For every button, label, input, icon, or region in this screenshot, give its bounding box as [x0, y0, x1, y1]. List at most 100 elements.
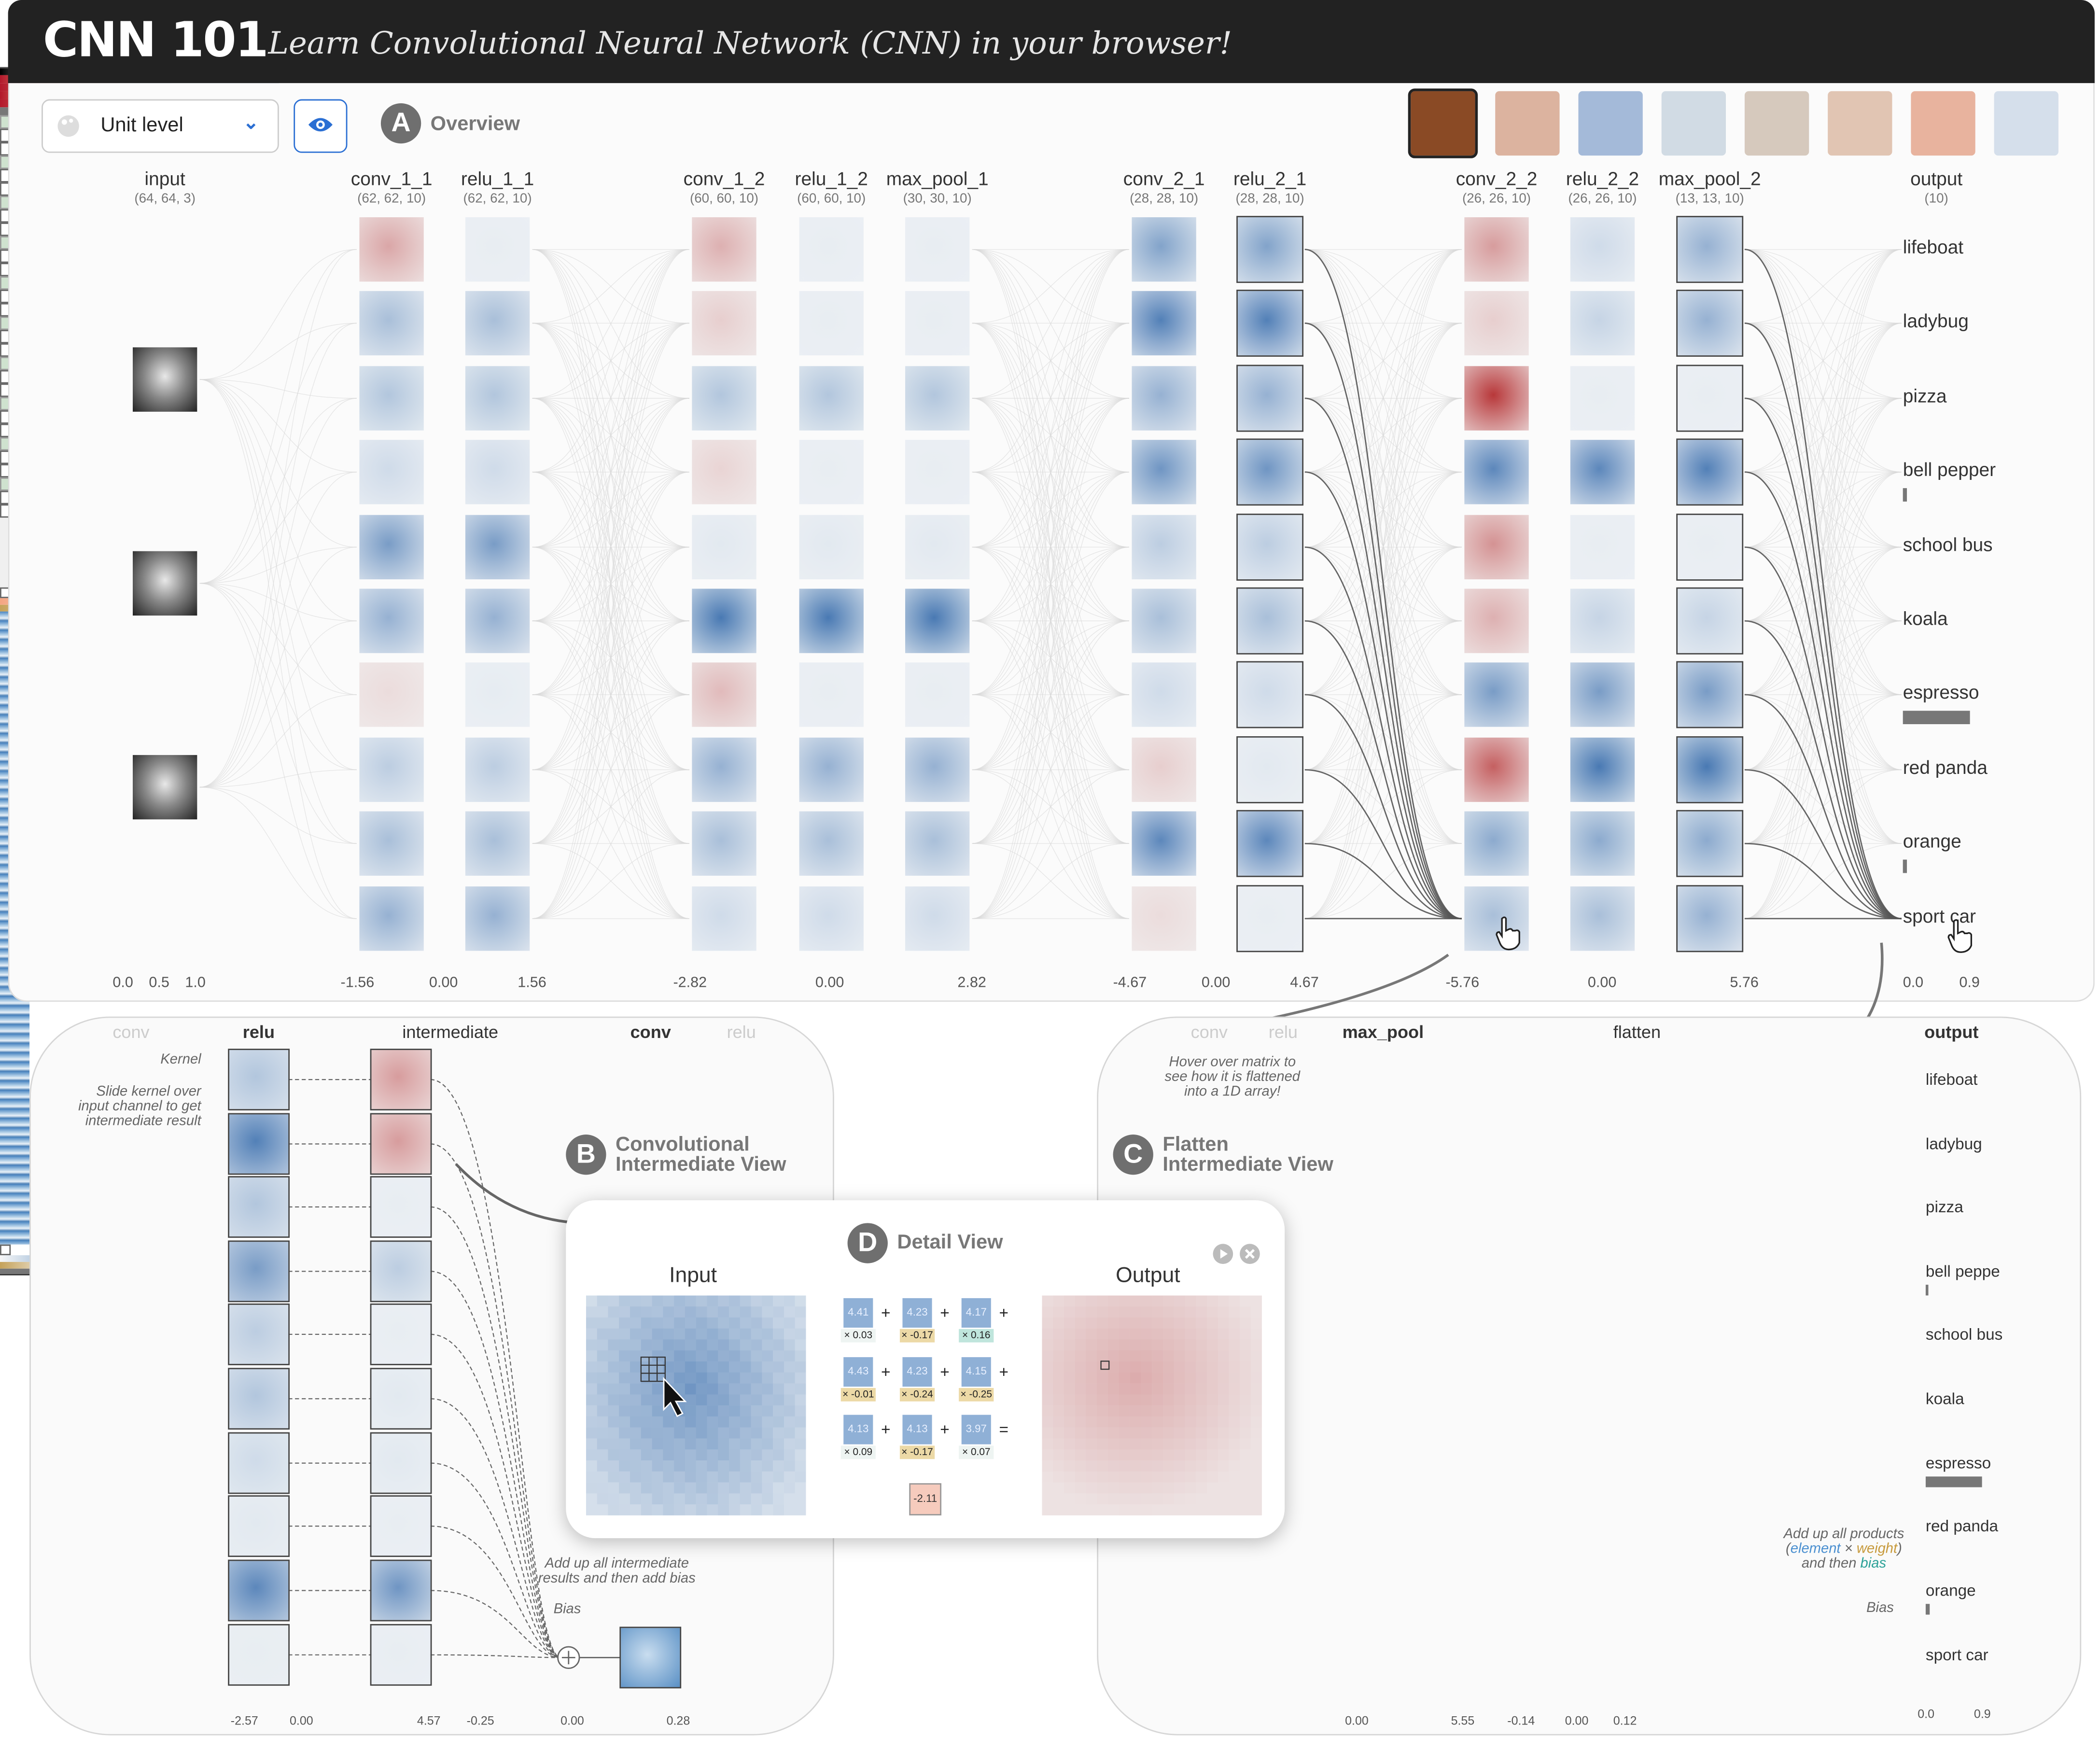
feature-map[interactable] [1570, 515, 1635, 580]
feature-map[interactable] [1676, 885, 1744, 953]
input-channel[interactable] [133, 755, 197, 820]
feature-map[interactable] [1676, 587, 1744, 655]
feature-map[interactable] [1464, 515, 1529, 580]
feature-map[interactable] [359, 886, 424, 951]
feature-map[interactable] [359, 515, 424, 580]
intermediate-result-map[interactable] [370, 1368, 432, 1430]
feature-map[interactable] [1132, 737, 1196, 802]
feature-map[interactable] [905, 589, 970, 653]
feature-map[interactable] [1676, 438, 1744, 506]
feature-map[interactable] [1132, 662, 1196, 727]
close-icon[interactable] [1239, 1243, 1260, 1264]
feature-map[interactable] [1676, 216, 1744, 283]
sample-image-thumb[interactable] [1994, 91, 2058, 156]
intermediate-result-map[interactable] [370, 1049, 432, 1111]
feature-map[interactable] [359, 811, 424, 876]
feature-map[interactable] [359, 291, 424, 356]
sample-image-thumb[interactable] [1744, 91, 1809, 156]
relu-channel-map[interactable] [228, 1624, 290, 1686]
feature-map[interactable] [905, 515, 970, 580]
feature-map[interactable] [465, 291, 530, 356]
feature-map[interactable] [465, 886, 530, 951]
feature-map[interactable] [692, 291, 756, 356]
feature-map[interactable] [1570, 589, 1635, 653]
feature-map[interactable] [1570, 737, 1635, 802]
feature-map[interactable] [692, 440, 756, 505]
feature-map[interactable] [1132, 217, 1196, 282]
feature-map[interactable] [799, 366, 864, 431]
feature-map[interactable] [1676, 290, 1744, 357]
feature-map[interactable] [692, 366, 756, 431]
feature-map[interactable] [692, 515, 756, 580]
feature-map[interactable] [1676, 810, 1744, 877]
feature-map[interactable] [905, 440, 970, 505]
relu-channel-map[interactable] [228, 1559, 290, 1622]
intermediate-result-map[interactable] [370, 1624, 432, 1686]
feature-map[interactable] [1236, 290, 1304, 357]
sample-image-thumb[interactable] [1661, 91, 1726, 156]
feature-map[interactable] [799, 589, 864, 653]
feature-map[interactable] [1132, 811, 1196, 876]
feature-map[interactable] [1464, 366, 1529, 431]
feature-map[interactable] [1132, 886, 1196, 951]
input-channel[interactable] [133, 347, 197, 412]
feature-map[interactable] [1236, 216, 1304, 283]
feature-map[interactable] [799, 886, 864, 951]
relu-channel-map[interactable] [228, 1176, 290, 1238]
intermediate-result-map[interactable] [370, 1240, 432, 1303]
feature-map[interactable] [692, 589, 756, 653]
feature-map[interactable] [1132, 291, 1196, 356]
relu-channel-map[interactable] [228, 1368, 290, 1430]
feature-map[interactable] [1132, 589, 1196, 653]
sample-image-thumb[interactable] [1911, 91, 1975, 156]
feature-map[interactable] [1132, 366, 1196, 431]
sample-image-thumb[interactable] [1578, 91, 1643, 156]
feature-map[interactable] [905, 811, 970, 876]
feature-map[interactable] [1464, 662, 1529, 727]
feature-map[interactable] [1464, 217, 1529, 282]
feature-map[interactable] [359, 737, 424, 802]
feature-map[interactable] [465, 515, 530, 580]
sample-image-thumb[interactable] [1828, 91, 1892, 156]
play-icon[interactable] [1212, 1243, 1233, 1264]
feature-map[interactable] [1464, 589, 1529, 653]
feature-map[interactable] [799, 291, 864, 356]
feature-map[interactable] [905, 217, 970, 282]
feature-map[interactable] [1236, 661, 1304, 729]
level-select[interactable]: Unit level ⌄ [42, 99, 279, 153]
feature-map[interactable] [465, 217, 530, 282]
feature-map[interactable] [359, 589, 424, 653]
sample-image-thumb[interactable] [1408, 88, 1478, 158]
feature-map[interactable] [1570, 366, 1635, 431]
intermediate-result-map[interactable] [370, 1304, 432, 1365]
feature-map[interactable] [692, 737, 756, 802]
feature-map[interactable] [1132, 440, 1196, 505]
feature-map[interactable] [465, 366, 530, 431]
intermediate-result-map[interactable] [370, 1495, 432, 1557]
feature-map[interactable] [799, 737, 864, 802]
feature-map[interactable] [905, 886, 970, 951]
feature-map[interactable] [1676, 661, 1744, 729]
relu-channel-map[interactable] [228, 1113, 290, 1175]
detail-output-matrix[interactable] [1042, 1295, 1262, 1515]
feature-map[interactable] [1236, 364, 1304, 432]
intermediate-result-map[interactable] [370, 1432, 432, 1494]
feature-map[interactable] [1464, 811, 1529, 876]
intermediate-result-map[interactable] [370, 1559, 432, 1622]
feature-map[interactable] [1464, 291, 1529, 356]
relu-channel-map[interactable] [228, 1304, 290, 1365]
intermediate-result-map[interactable] [370, 1113, 432, 1175]
feature-map[interactable] [359, 662, 424, 727]
feature-map[interactable] [692, 811, 756, 876]
feature-map[interactable] [799, 515, 864, 580]
sample-image-thumb[interactable] [1495, 91, 1560, 156]
feature-map[interactable] [465, 589, 530, 653]
feature-map[interactable] [1236, 810, 1304, 877]
feature-map[interactable] [905, 737, 970, 802]
feature-map[interactable] [905, 662, 970, 727]
feature-map[interactable] [692, 217, 756, 282]
feature-map[interactable] [905, 366, 970, 431]
relu-channel-map[interactable] [228, 1432, 290, 1494]
feature-map[interactable] [1464, 737, 1529, 802]
feature-map[interactable] [465, 737, 530, 802]
